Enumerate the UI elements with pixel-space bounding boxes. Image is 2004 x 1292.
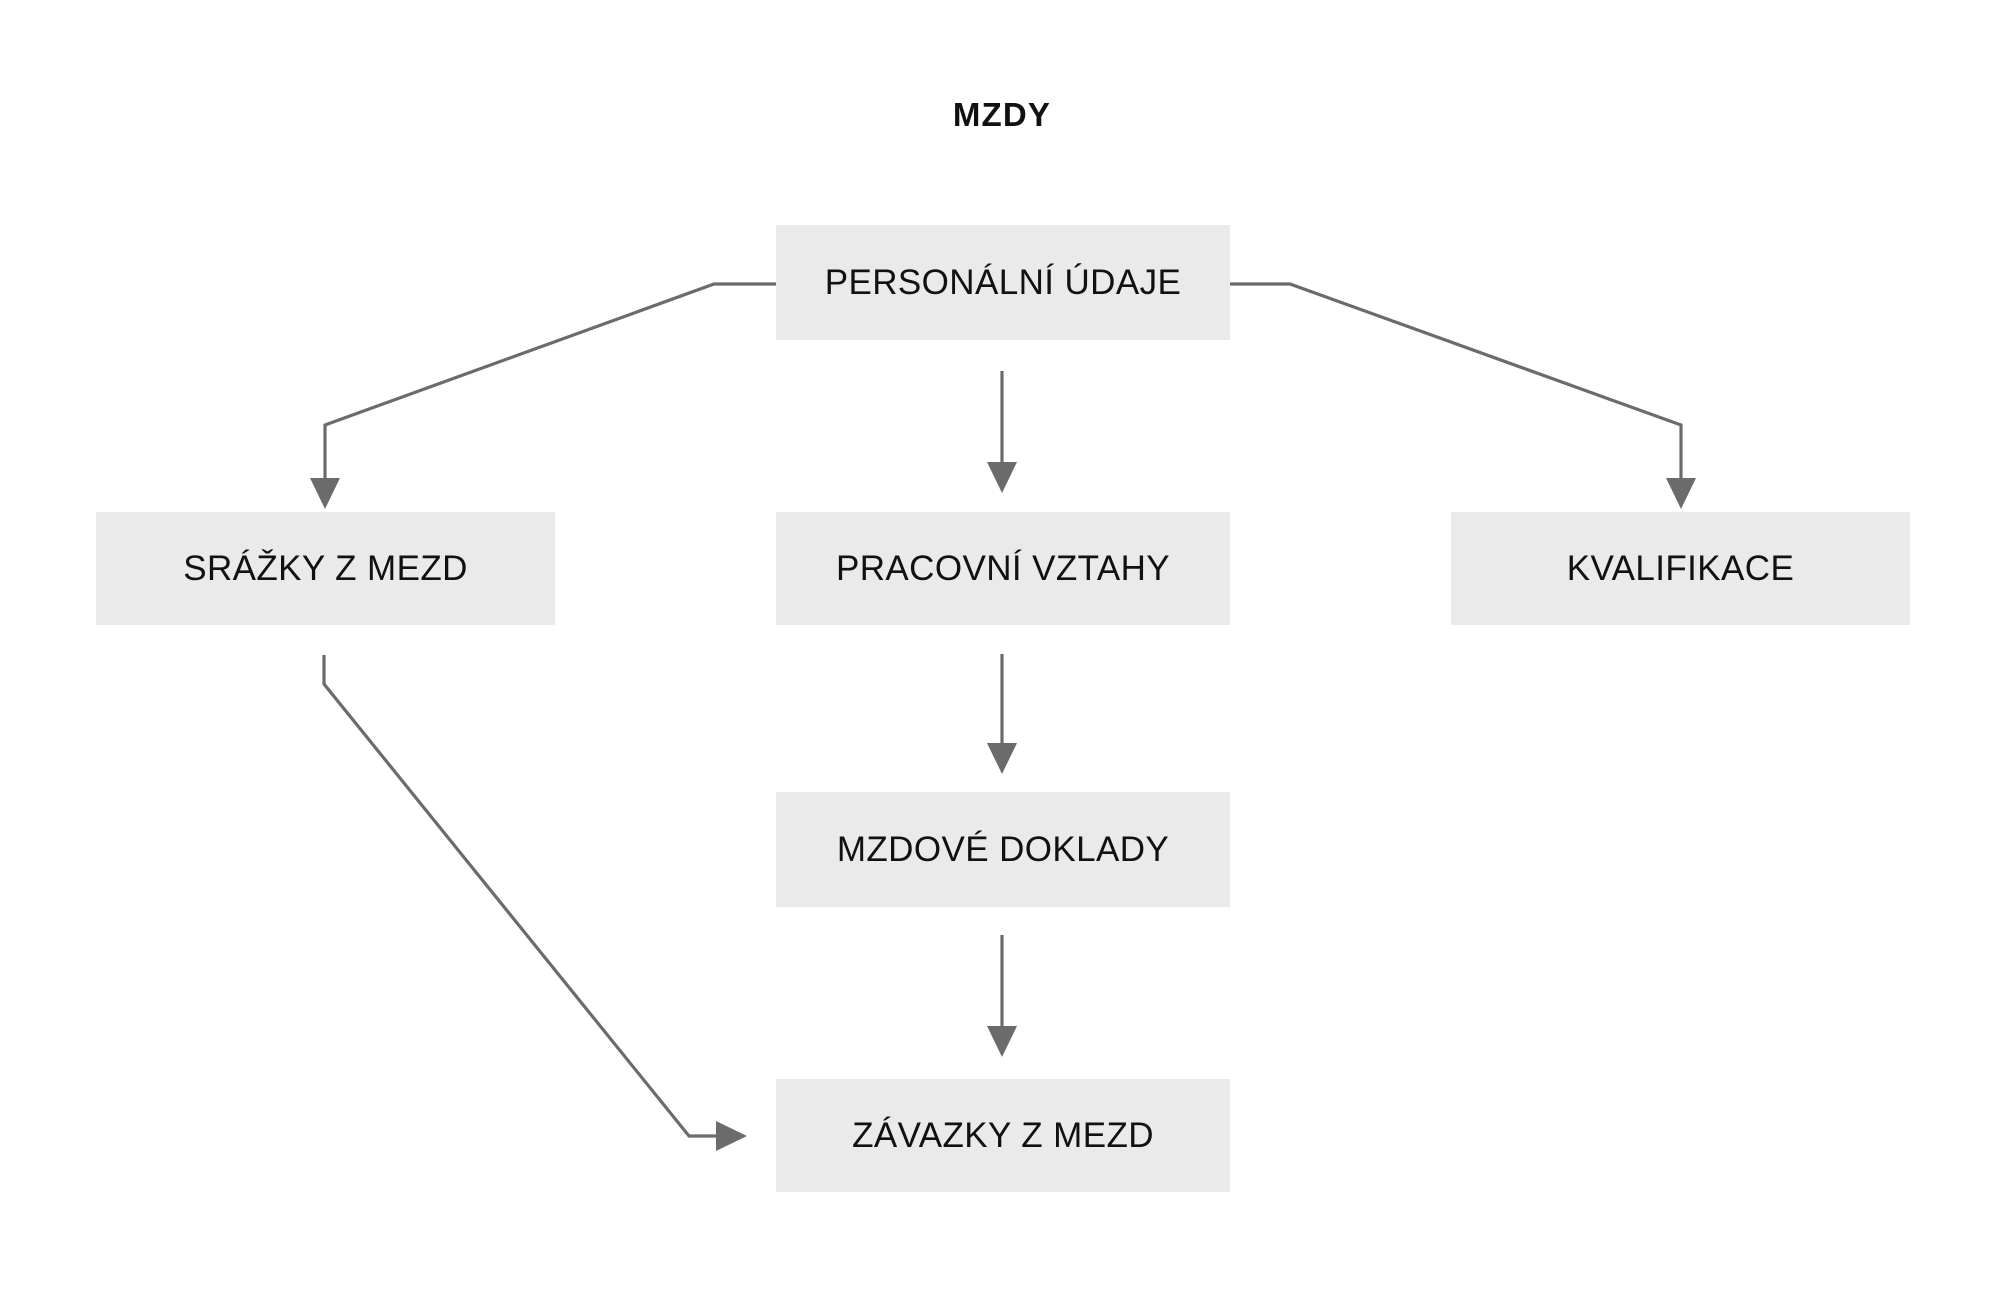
arrowhead-down-to-mzdove bbox=[987, 743, 1017, 774]
edge-personalni-to-srazky-line bbox=[323, 282, 776, 478]
arrowhead-down-to-zavazky bbox=[987, 1026, 1017, 1057]
page-title: MZDY bbox=[952, 96, 1052, 133]
node-srazky-z-mezd[interactable]: SRÁŽKY Z MEZD bbox=[96, 512, 555, 625]
edge-personalni-to-kvalifikace-line bbox=[1230, 282, 1683, 478]
arrowhead-right-to-zavazky bbox=[716, 1121, 747, 1151]
arrowhead-down-to-srazky bbox=[310, 478, 340, 509]
node-kvalifikace[interactable]: KVALIFIKACE bbox=[1451, 512, 1910, 625]
arrowhead-down-to-kvalifikace bbox=[1666, 478, 1696, 509]
node-zavazky-z-mezd[interactable]: ZÁVAZKY Z MEZD bbox=[776, 1079, 1230, 1192]
node-personalni-udaje[interactable]: PERSONÁLNÍ ÚDAJE bbox=[776, 225, 1230, 340]
node-mzdove-doklady[interactable]: MZDOVÉ DOKLADY bbox=[776, 792, 1230, 907]
arrowhead-down-to-pracovni bbox=[987, 462, 1017, 493]
edge-srazky-to-zavazky-line bbox=[322, 655, 718, 1138]
node-pracovni-vztahy[interactable]: PRACOVNÍ VZTAHY bbox=[776, 512, 1230, 625]
